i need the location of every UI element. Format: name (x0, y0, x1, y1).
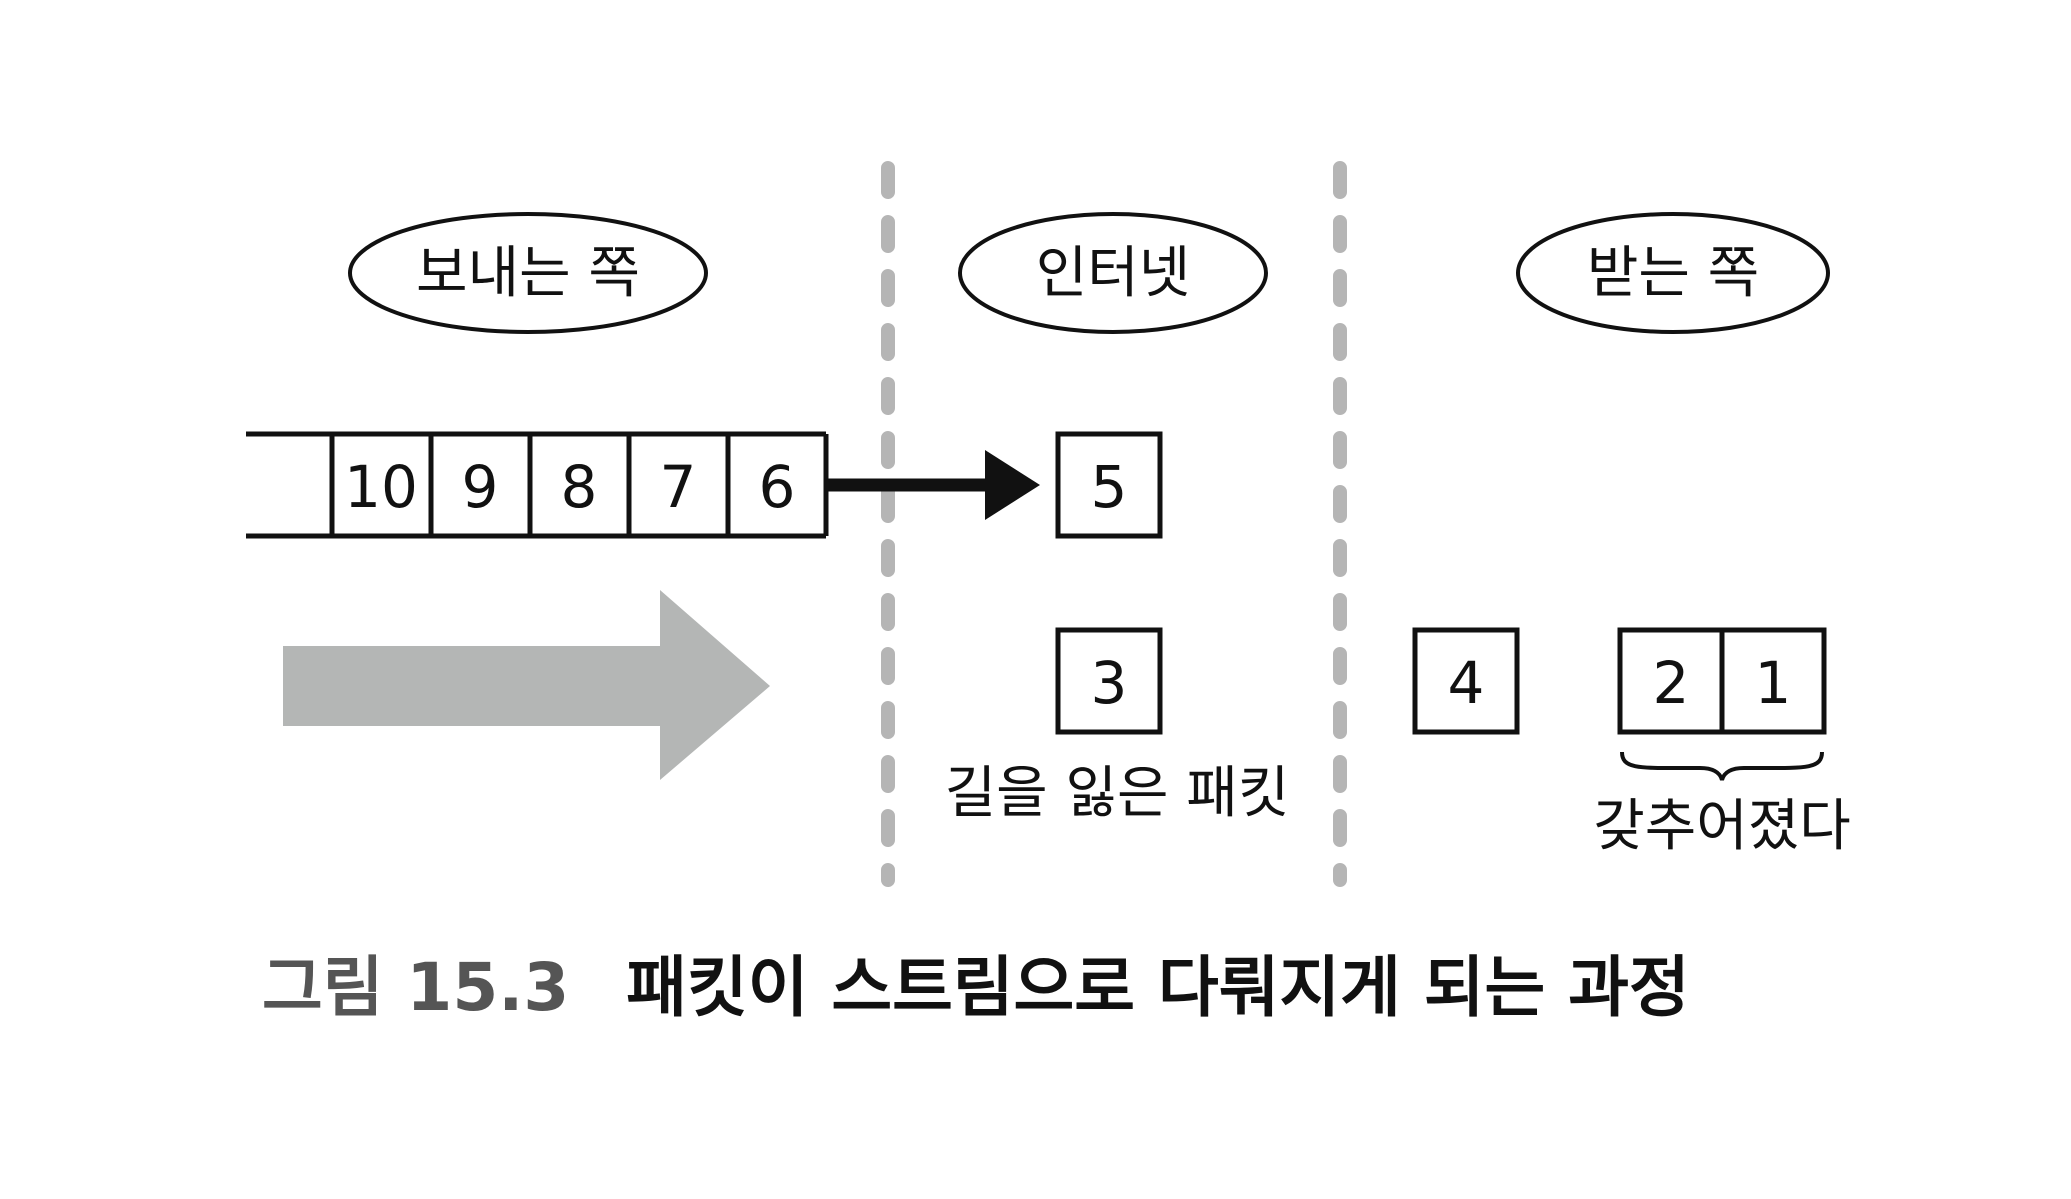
assembled-note: 갖추어졌다 (1593, 794, 1851, 859)
receiver-label: 받는 쪽 (1516, 212, 1830, 334)
lost-packet-number: 3 (1091, 649, 1128, 717)
lost-packet-note: 길을 잃은 패킷 (945, 761, 1290, 826)
lost-packet: 3 (1055, 627, 1163, 735)
assembled-packet: 1 (1755, 649, 1792, 717)
queue-packet: 9 (462, 453, 499, 521)
pending-packet-number: 4 (1448, 649, 1485, 717)
caption-number: 그림 15.3 (262, 949, 569, 1026)
internet-label-text: 인터넷 (1036, 241, 1191, 306)
queue-packet: 8 (561, 453, 598, 521)
queue-packet: 7 (660, 453, 697, 521)
assembled-brace (1620, 751, 1824, 781)
figure-caption: 그림 15.3 패킷이 스트림으로 다뤄지게 되는 과정 (262, 949, 1690, 1026)
sender-label: 보내는 쪽 (348, 212, 708, 334)
packet-in-transit: 5 (1055, 431, 1163, 539)
packet-in-transit-number: 5 (1091, 453, 1128, 521)
queue-packet: 10 (344, 453, 418, 521)
assembled-packet: 2 (1653, 649, 1690, 717)
caption-text: 패킷이 스트림으로 다뤄지게 되는 과정 (626, 949, 1689, 1026)
pending-packet: 4 (1412, 627, 1520, 735)
queue-packet: 6 (759, 453, 796, 521)
sender-label-text: 보내는 쪽 (416, 241, 640, 306)
send-arrow (826, 450, 1040, 520)
receiver-label-text: 받는 쪽 (1587, 241, 1759, 306)
assembled-packets: 2 1 (1617, 627, 1827, 735)
internet-label: 인터넷 (958, 212, 1268, 334)
sender-queue: 10 9 8 7 6 (246, 431, 829, 539)
flow-direction-arrow (283, 590, 770, 780)
